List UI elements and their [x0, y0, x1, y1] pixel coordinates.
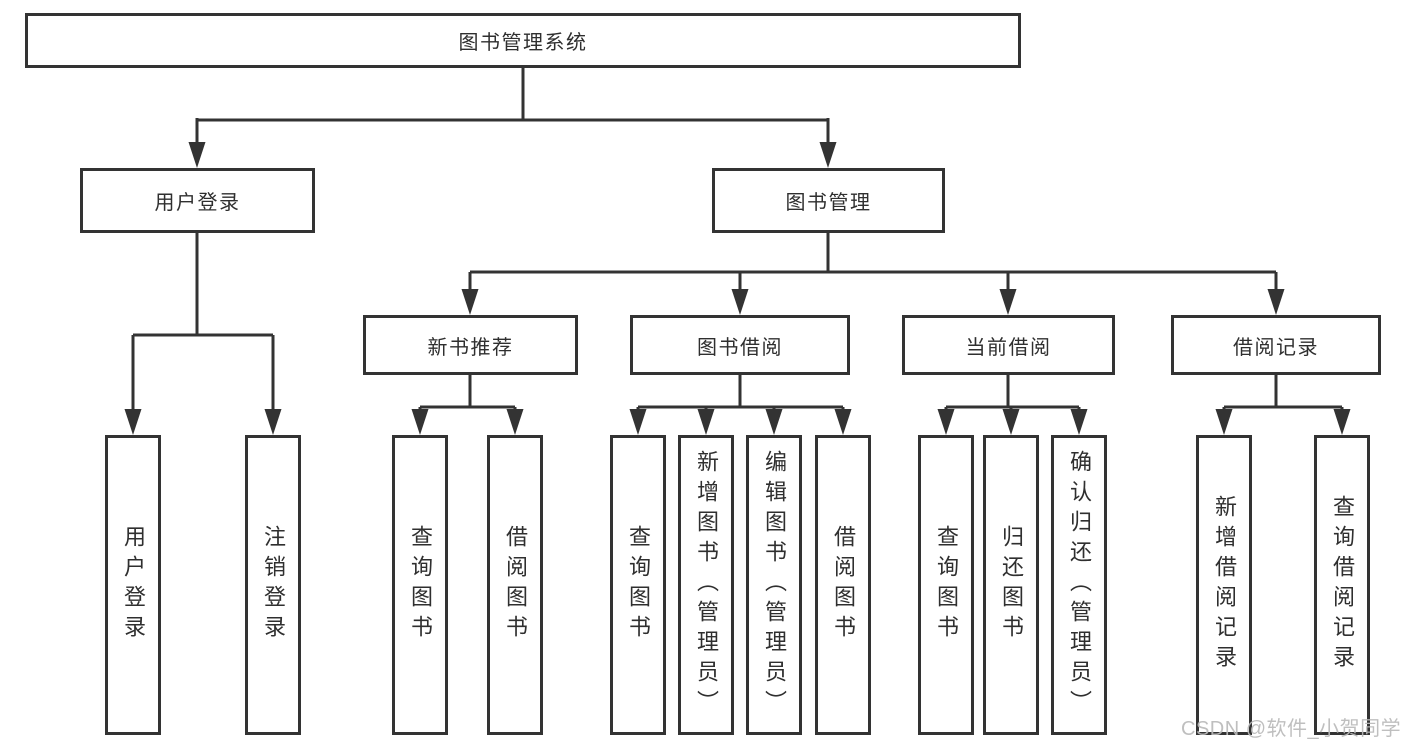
node-label: 用户登录	[154, 192, 241, 214]
leaf-query-books-current: 查询图书	[918, 435, 974, 735]
node-current-borrowing: 当前借阅	[902, 315, 1115, 375]
leaf-logout: 注销登录	[245, 435, 301, 735]
node-label: 借阅记录	[1233, 336, 1319, 359]
leaf-query-books-newbooks: 查询图书	[392, 435, 448, 735]
node-user-login: 用户登录	[80, 168, 315, 233]
node-label: 借阅图书	[503, 525, 528, 645]
leaf-add-book-admin: 新增图书（管理员）	[678, 435, 734, 735]
node-label: 新书推荐	[427, 336, 514, 359]
node-book-borrowing: 图书借阅	[630, 315, 850, 375]
connector-segments	[131, 68, 1344, 411]
node-label: 查询图书	[408, 525, 433, 645]
leaf-query-borrow-record: 查询借阅记录	[1314, 435, 1370, 735]
leaf-borrow-books-borrow: 借阅图书	[815, 435, 871, 735]
node-label: 图书管理	[785, 192, 872, 214]
node-book-management: 图书管理	[712, 168, 945, 233]
node-label: 查询图书	[934, 525, 959, 645]
leaf-edit-book-admin: 编辑图书（管理员）	[746, 435, 802, 735]
node-label: 注销登录	[261, 525, 286, 645]
node-borrowing-records: 借阅记录	[1171, 315, 1381, 375]
node-label: 归还图书	[999, 525, 1024, 645]
leaf-user-login: 用户登录	[105, 435, 161, 735]
node-label: 借阅图书	[831, 525, 856, 645]
node-new-book-recommendation: 新书推荐	[363, 315, 578, 375]
leaf-confirm-return-admin: 确认归还（管理员）	[1051, 435, 1107, 735]
node-label: 查询图书	[626, 525, 651, 645]
node-label: 用户登录	[121, 525, 146, 645]
node-label: 编辑图书（管理员）	[762, 450, 787, 720]
node-label: 新增图书（管理员）	[694, 450, 719, 720]
node-label: 图书借阅	[697, 336, 783, 359]
node-label: 确认归还（管理员）	[1067, 450, 1092, 720]
node-label: 图书管理系统	[458, 32, 588, 54]
leaf-return-book: 归还图书	[983, 435, 1039, 735]
node-library-management-system: 图书管理系统	[25, 13, 1021, 68]
node-label: 新增借阅记录	[1212, 495, 1237, 675]
node-label: 当前借阅	[965, 336, 1052, 359]
csdn-watermark: CSDN @软件_小贺同学	[1181, 718, 1402, 740]
leaf-query-books-borrow: 查询图书	[610, 435, 666, 735]
leaf-add-borrow-record: 新增借阅记录	[1196, 435, 1252, 735]
node-label: 查询借阅记录	[1330, 495, 1355, 675]
leaf-borrow-books-newbooks: 借阅图书	[487, 435, 543, 735]
arrowheads	[124, 142, 1351, 435]
